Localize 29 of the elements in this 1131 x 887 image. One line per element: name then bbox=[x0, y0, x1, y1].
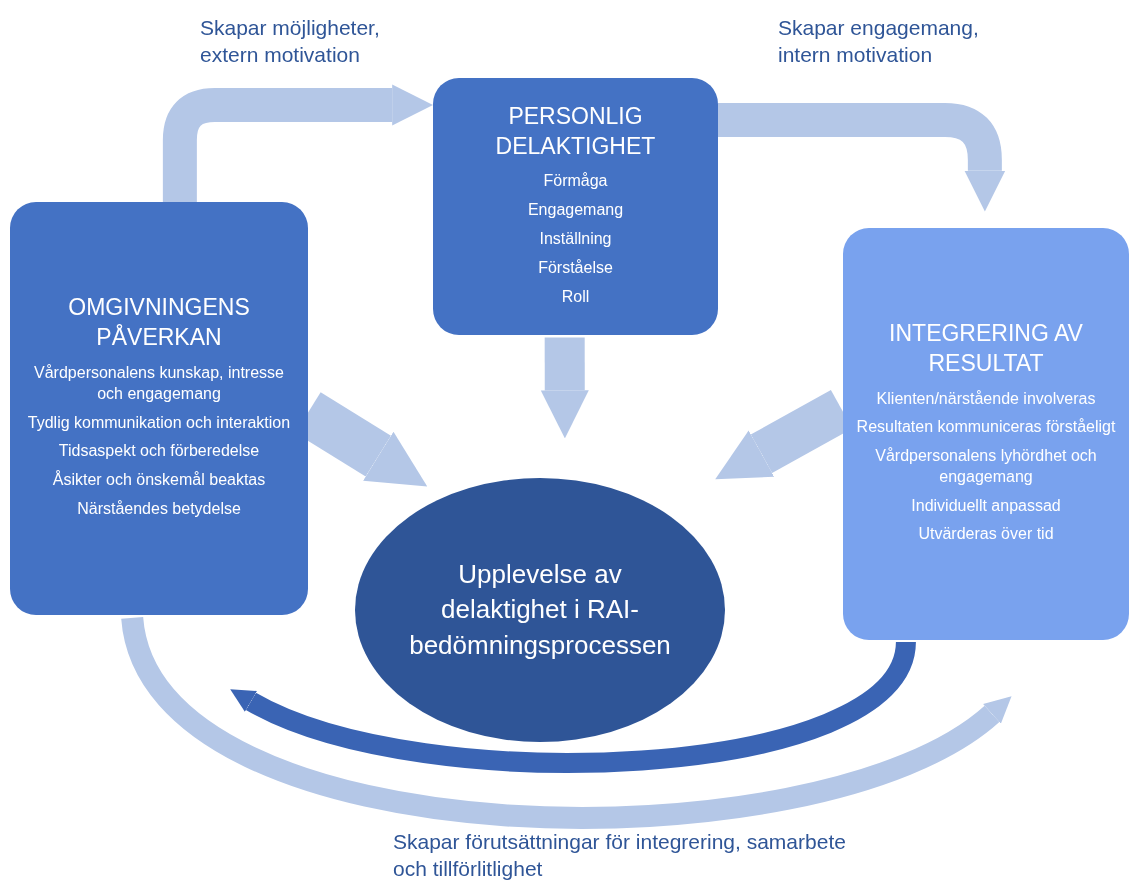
block-arrow bbox=[540, 337, 589, 439]
list-item: Tidsaspekt och förberedelse bbox=[58, 441, 260, 462]
box-heading: PERSONLIG DELAKTIGHET bbox=[494, 101, 657, 161]
list-item: Engagemang bbox=[527, 200, 624, 221]
list-item: Klienten/närstående involveras bbox=[876, 388, 1096, 409]
list-item: Tydlig kommunikation och interaktion bbox=[27, 412, 291, 433]
block-arrow bbox=[229, 639, 916, 773]
box-heading: OMGIVNINGENS PÅVERKAN bbox=[67, 293, 251, 353]
list-item: Individuellt anpassad bbox=[911, 495, 1061, 516]
edge-label: Skapar förutsättningar för integrering, samarbete och tillförlitlighet bbox=[393, 829, 847, 883]
edge-label: Skapar engagemang, intern motivation bbox=[778, 15, 980, 69]
list-item: Roll bbox=[561, 286, 590, 307]
list-item: Resultaten kommuniceras förståeligt bbox=[856, 417, 1116, 438]
list-item: Vårdpersonalens lyhördhet och engagemang bbox=[874, 446, 1098, 487]
block-arrow bbox=[718, 102, 1006, 212]
list-item: Åsikter och önskemål beaktas bbox=[52, 470, 266, 491]
list-item: Förmåga bbox=[543, 171, 608, 192]
process-box bbox=[843, 228, 1129, 640]
list-item: Närståendes betydelse bbox=[77, 499, 241, 519]
list-item: Inställning bbox=[539, 229, 612, 249]
process-box bbox=[10, 202, 308, 615]
process-box bbox=[433, 78, 718, 335]
list-item: Förståelse bbox=[538, 257, 613, 278]
box-heading: INTEGRERING AV RESULTAT bbox=[888, 318, 1084, 378]
block-arrow bbox=[121, 614, 1014, 829]
list-item: Utvärderas över tid bbox=[918, 524, 1054, 545]
center-text: Upplevelse av delaktighet i RAI-bedömningsprocessen bbox=[408, 558, 672, 662]
edge-label: Skapar möjligheter, extern motivation bbox=[200, 15, 381, 69]
list-item: Vårdpersonalens kunskap, intresse och engagemang bbox=[33, 363, 285, 404]
